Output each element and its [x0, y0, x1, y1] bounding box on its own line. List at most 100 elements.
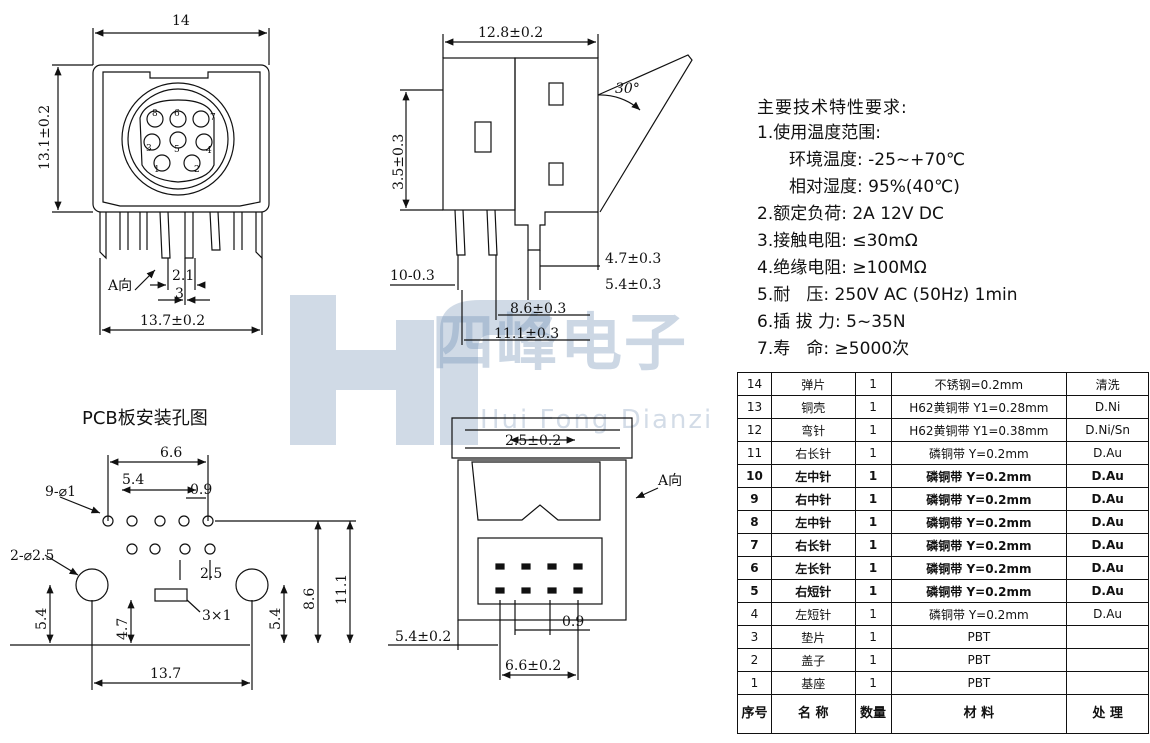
requirements-list: 1.使用温度范围: 环境温度: -25~+70℃ 相对湿度: 95%(40℃) …	[757, 120, 1018, 363]
bottom-dim-25: 2.5±0.2	[505, 433, 561, 449]
bom-cell-finish	[1066, 648, 1149, 672]
pcb-pin-holes	[102, 515, 216, 555]
front-a-direction: A向	[107, 278, 132, 294]
pcb-holes-small: 9-⌀1	[45, 484, 76, 500]
bom-cell-qty: 1	[854, 671, 892, 695]
bom-cell-name: 铜壳	[770, 395, 856, 419]
bottom-dim-54: 5.4±0.2	[395, 629, 451, 645]
dim-side-height: 3.5±0.3	[391, 134, 407, 190]
pcb-dim-left-54: 5.4	[34, 608, 50, 630]
bom-cell-name: 盖子	[770, 648, 856, 672]
dim-side-d4: 8.6±0.3	[510, 301, 566, 317]
bom-cell-no: 13	[737, 395, 772, 419]
pcb-title: PCB板安装孔图	[82, 408, 208, 429]
bom-header-qty: 数量	[854, 694, 892, 734]
bom-cell-no: 5	[737, 579, 772, 603]
bom-cell-finish: 清洗	[1066, 372, 1149, 396]
pin-label: 7	[210, 113, 216, 123]
requirement-item: 7.寿 命: ≥5000次	[757, 339, 910, 359]
bom-cell-name: 右长针	[770, 441, 856, 465]
bom-cell-material: PBT	[890, 648, 1068, 672]
bom-cell-name: 弯针	[770, 418, 856, 442]
dim-pitch-b: 3	[175, 286, 184, 302]
pcb-dim-54: 5.4	[122, 472, 144, 488]
bom-cell-no: 3	[737, 625, 772, 649]
bom-cell-finish: D.Au	[1066, 556, 1149, 580]
bom-cell-material: 磷铜带 Y=0.2mm	[890, 533, 1068, 557]
bom-cell-qty: 1	[854, 510, 892, 534]
bom-cell-finish: D.Au	[1066, 487, 1149, 511]
bom-cell-material: 磷铜带 Y=0.2mm	[890, 510, 1068, 534]
pcb-dim-66: 6.6	[160, 445, 182, 461]
pin-label: 5	[174, 145, 180, 155]
bom-cell-no: 14	[737, 372, 772, 396]
bom-cell-material: H62黄铜带 Y1=0.38mm	[890, 418, 1068, 442]
pcb-dim-25: 2.5	[200, 566, 222, 582]
bom-cell-finish: D.Au	[1066, 464, 1149, 488]
pin-label: 8	[152, 109, 158, 119]
bottom-view	[388, 417, 659, 680]
bom-cell-finish: D.Au	[1066, 441, 1149, 465]
bom-cell-no: 4	[737, 602, 772, 626]
bom-cell-no: 6	[737, 556, 772, 580]
dim-side-d2: 4.7±0.3	[605, 251, 661, 267]
bom-cell-qty: 1	[854, 556, 892, 580]
side-view	[390, 34, 693, 345]
requirement-item: 相对湿度: 95%(40℃)	[789, 177, 960, 197]
pcb-dim-111: 11.1	[334, 574, 350, 605]
pcb-dim-137: 13.7	[150, 666, 181, 682]
requirement-item: 6.插 拔 力: 5~35N	[757, 312, 906, 332]
bom-cell-qty: 1	[854, 487, 892, 511]
pcb-dim-3x1: 3×1	[202, 608, 232, 624]
bom-cell-qty: 1	[854, 441, 892, 465]
bom-cell-name: 左长针	[770, 556, 856, 580]
bom-cell-finish: D.Ni/Sn	[1066, 418, 1149, 442]
bom-cell-qty: 1	[854, 602, 892, 626]
pcb-dim-right-54: 5.4	[268, 608, 284, 630]
bom-cell-no: 9	[737, 487, 772, 511]
dim-side-angle: 30°	[615, 81, 640, 97]
requirement-item: 1.使用温度范围:	[757, 123, 881, 143]
pcb-hole-pattern	[10, 455, 356, 690]
dim-side-d5: 11.1±0.3	[494, 326, 559, 342]
bottom-a-direction: A向	[657, 473, 682, 489]
bom-cell-qty: 1	[854, 464, 892, 488]
pin-label: 1	[154, 165, 160, 175]
bom-header-finish: 处 理	[1066, 694, 1149, 734]
bottom-dim-66: 6.6±0.2	[505, 658, 561, 674]
bom-cell-material: 磷铜带 Y=0.2mm	[890, 441, 1068, 465]
bom-cell-finish	[1066, 625, 1149, 649]
pcb-holes-big: 2-⌀2.5	[10, 548, 54, 564]
bom-cell-qty: 1	[854, 395, 892, 419]
bom-cell-no: 2	[737, 648, 772, 672]
pcb-dim-47: 4.7	[115, 618, 131, 640]
pin-label: 6	[174, 109, 180, 119]
bom-cell-name: 左中针	[770, 464, 856, 488]
bom-cell-no: 10	[737, 464, 772, 488]
bom-cell-material: 磷铜带 Y=0.2mm	[890, 464, 1068, 488]
bom-cell-no: 7	[737, 533, 772, 557]
dim-pitch-a: 2.1	[172, 268, 194, 284]
bom-cell-finish: D.Au	[1066, 533, 1149, 557]
dim-width-bottom: 13.7±0.2	[140, 313, 205, 329]
bom-cell-name: 弹片	[770, 372, 856, 396]
bom-cell-finish	[1066, 671, 1149, 695]
bom-cell-qty: 1	[854, 579, 892, 603]
bom-header-material: 材 料	[890, 694, 1068, 734]
bom-cell-finish: D.Ni	[1066, 395, 1149, 419]
dim-side-width: 12.8±0.2	[478, 25, 543, 41]
front-pin-holes	[143, 110, 213, 172]
bom-header-row: 序号 名 称 数量 材 料 处 理	[737, 694, 1149, 734]
